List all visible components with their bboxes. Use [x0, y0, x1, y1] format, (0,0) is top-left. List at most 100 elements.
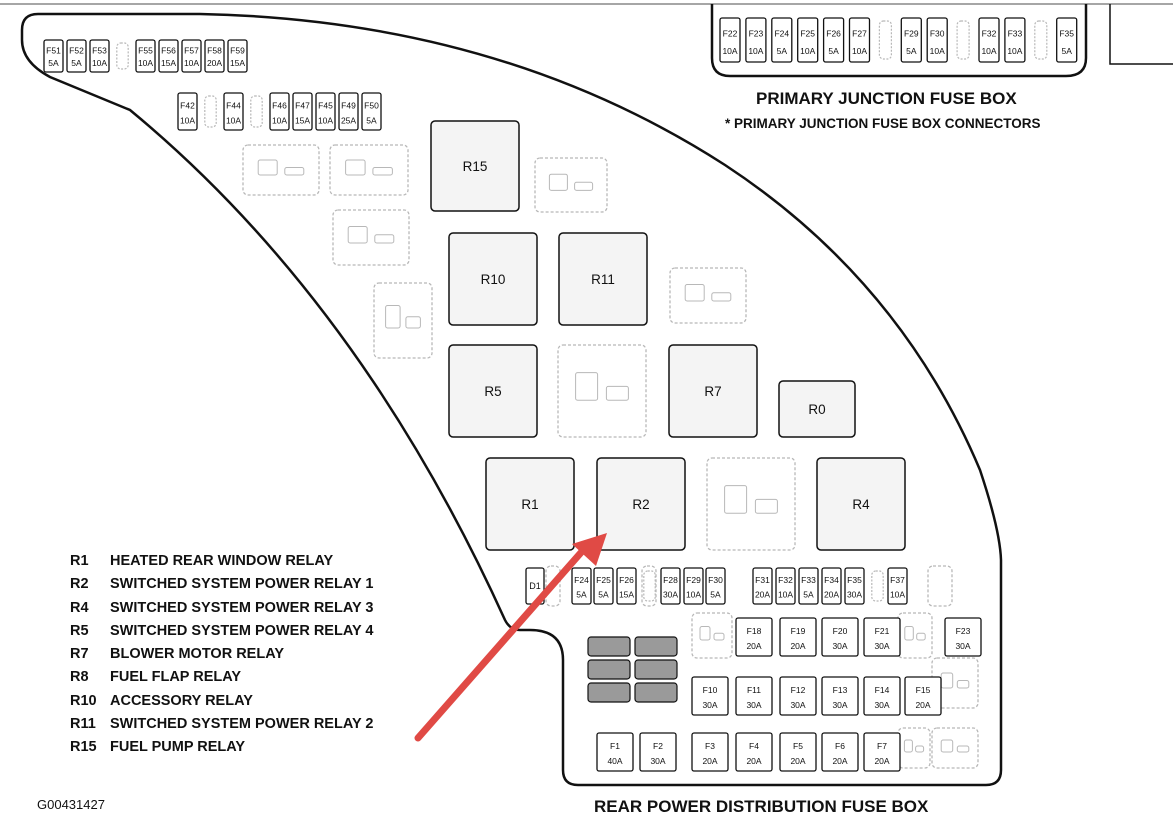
fuse-id: F51 — [46, 45, 61, 55]
legend-code: R5 — [70, 622, 89, 639]
fuse-amp: 40A — [607, 756, 622, 766]
fuse-amp: 10A — [686, 590, 701, 600]
legend-code: R10 — [70, 692, 97, 709]
legend-desc: SWITCHED SYSTEM POWER RELAY 1 — [110, 576, 374, 593]
fuse-id: F42 — [180, 101, 195, 111]
legend-desc: HEATED REAR WINDOW RELAY — [110, 553, 334, 569]
fuse-id: F24 — [574, 575, 589, 585]
fuse-amp: 30A — [847, 590, 862, 600]
fuse-id: F34 — [824, 575, 839, 585]
fuse-id: F46 — [272, 101, 287, 111]
primary-box-note: * PRIMARY JUNCTION FUSE BOX CONNECTORS — [725, 116, 1041, 131]
rear-box-title: REAR POWER DISTRIBUTION FUSE BOX — [594, 797, 929, 816]
fuse-id: F18 — [747, 626, 762, 636]
fuse-amp: 10A — [180, 115, 195, 125]
fuse-id: F4 — [749, 741, 759, 751]
relay-r11: R11 — [558, 232, 648, 326]
fuse-id: F35 — [1059, 28, 1074, 38]
fuse-f14: F14 30A — [863, 676, 901, 716]
fuse-id: F6 — [835, 741, 845, 751]
fuse-amp: 15A — [295, 115, 310, 125]
fuse-id: F10 — [703, 685, 718, 695]
legend-code: R11 — [70, 716, 96, 733]
empty-connector — [332, 209, 410, 266]
fuse-id: F7 — [877, 741, 887, 751]
fuse-amp: 10A — [138, 58, 153, 68]
fuse-amp: 5A — [710, 590, 721, 600]
empty-connectors — [242, 144, 979, 769]
fuse-id: F25 — [596, 575, 611, 585]
legend-code: R4 — [70, 599, 89, 616]
pointer-arrow — [414, 544, 589, 742]
fuse-id: F15 — [916, 685, 931, 695]
empty-connector — [897, 612, 933, 659]
fuse-amp: 10A — [318, 115, 333, 125]
legend-code: R8 — [70, 669, 89, 686]
relay-label: R1 — [521, 497, 538, 512]
primary-box-outline — [710, 4, 1088, 78]
relay-label: R7 — [704, 384, 721, 399]
fuse-id: F57 — [184, 45, 199, 55]
pointer-arrow-head — [572, 533, 607, 566]
mid-fuses: D1F245AF255AF2615AF2830AF2910AF305AF3120… — [525, 567, 908, 605]
fuse-amp: 10A — [748, 46, 763, 56]
fuse-amp: 30A — [746, 700, 761, 710]
fuse-amp: 20A — [755, 590, 770, 600]
fuse-id: F44 — [226, 101, 241, 111]
fuse-id: F30 — [930, 28, 945, 38]
fuse-amp: 10A — [981, 46, 996, 56]
fuse-amp: 20A — [790, 756, 805, 766]
fuse-id: F52 — [69, 45, 84, 55]
fuse-amp: 10A — [184, 58, 199, 68]
fuse-id: F45 — [318, 101, 333, 111]
empty-fuse-slot — [250, 95, 263, 128]
relay-label: R10 — [481, 272, 506, 287]
legend-desc: SWITCHED SYSTEM POWER RELAY 3 — [110, 599, 374, 616]
empty-connector — [373, 282, 433, 359]
hatched-block — [634, 659, 678, 680]
fuse-amp: 30A — [874, 700, 889, 710]
fuse-id: F14 — [875, 685, 890, 695]
fuse-id: F29 — [686, 575, 701, 585]
fuse-id: F53 — [92, 45, 107, 55]
empty-fuse-slot — [1034, 20, 1048, 60]
empty-connector — [897, 727, 931, 769]
fuse-amp: 30A — [832, 700, 847, 710]
rear-box-outline — [20, 12, 1003, 787]
primary-connector-outline — [1109, 4, 1173, 65]
legend-desc: BLOWER MOTOR RELAY — [110, 646, 285, 663]
fuse-amp: 5A — [828, 46, 839, 56]
fuse-id: F37 — [890, 575, 905, 585]
empty-connector — [931, 727, 979, 769]
relay-r4: R4 — [816, 457, 906, 551]
legend-code: R2 — [70, 576, 89, 593]
empty-connector — [706, 457, 796, 551]
fuse-id: F25 — [800, 28, 815, 38]
empty-connector — [641, 565, 657, 607]
fuse-id: F26 — [619, 575, 634, 585]
figure-code: G00431427 — [37, 797, 105, 812]
hatched-block — [634, 682, 678, 703]
fuse-amp: 10A — [226, 115, 241, 125]
